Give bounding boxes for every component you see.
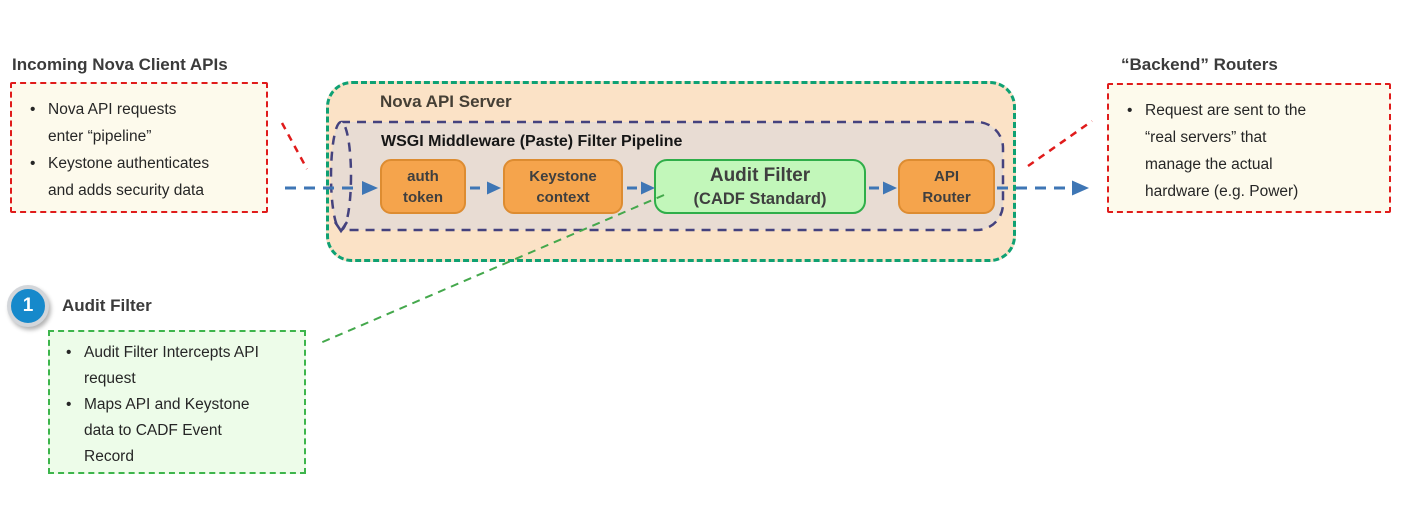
bullet-text: Request are sent to the “real servers” t… bbox=[1145, 102, 1307, 200]
bullet-icon bbox=[1127, 97, 1145, 205]
list-item: Nova API requests enter “pipeline” bbox=[30, 96, 256, 150]
bullet-icon bbox=[30, 96, 48, 150]
stage-keystone-context: Keystone context bbox=[503, 159, 623, 214]
stage-sublabel: (CADF Standard) bbox=[693, 189, 827, 208]
bullet-icon bbox=[66, 340, 84, 392]
stage-label: auth token bbox=[402, 167, 443, 206]
list-item: Request are sent to the “real servers” t… bbox=[1127, 97, 1379, 205]
stage-auth-token: auth token bbox=[380, 159, 466, 214]
callout-title: Audit Filter bbox=[62, 296, 152, 315]
nova-api-server-title: Nova API Server bbox=[380, 92, 512, 111]
stage-label: Audit Filter bbox=[709, 164, 811, 186]
right-note-connector bbox=[1027, 119, 1093, 168]
list-item: Maps API and Keystone data to CADF Event… bbox=[66, 392, 296, 470]
stage-api-router: API Router bbox=[898, 159, 995, 214]
bullet-text: Maps API and Keystone data to CADF Event… bbox=[84, 396, 250, 465]
step-number-badge: 1 bbox=[7, 285, 49, 327]
step-number: 1 bbox=[22, 295, 34, 316]
left-panel-title: Incoming Nova Client APIs bbox=[12, 55, 228, 74]
left-panel-box: Nova API requests enter “pipeline” Keyst… bbox=[10, 82, 268, 213]
bullet-text: Audit Filter Intercepts API request bbox=[84, 344, 259, 387]
stage-label: API Router bbox=[922, 167, 971, 206]
stage-label: Keystone context bbox=[529, 167, 597, 206]
right-panel-box: Request are sent to the “real servers” t… bbox=[1107, 83, 1391, 213]
bullet-icon bbox=[66, 392, 84, 470]
right-panel-title: “Backend” Routers bbox=[1121, 55, 1278, 74]
bullet-text: Keystone authenticates and adds security… bbox=[48, 155, 210, 199]
left-note-connector bbox=[280, 122, 309, 170]
stage-audit-filter: Audit Filter (CADF Standard) bbox=[654, 159, 866, 214]
list-item: Audit Filter Intercepts API request bbox=[66, 340, 296, 392]
list-item: Keystone authenticates and adds security… bbox=[30, 150, 256, 204]
callout-box: Audit Filter Intercepts API request Maps… bbox=[48, 330, 306, 474]
bullet-text: Nova API requests enter “pipeline” bbox=[48, 101, 177, 145]
flow-arrowhead-icon bbox=[1072, 180, 1089, 196]
wsgi-pipeline-title: WSGI Middleware (Paste) Filter Pipeline bbox=[381, 133, 683, 150]
bullet-icon bbox=[30, 150, 48, 204]
